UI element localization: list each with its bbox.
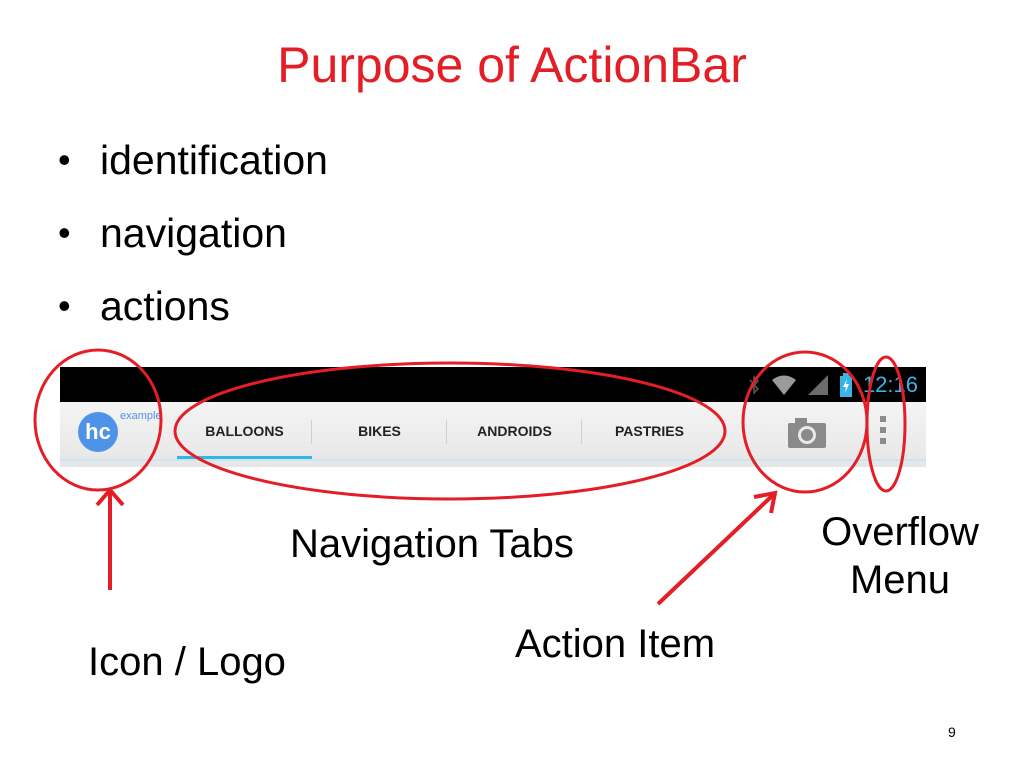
action-item-highlight-circle (741, 350, 869, 494)
overflow-menu-label-line1: Overflow (821, 510, 979, 554)
logo-highlight-circle (33, 348, 163, 492)
bullet-text: actions (100, 283, 230, 329)
tab-separator (311, 420, 312, 444)
action-bar: hc example BALLOONS BIKES ANDROIDS PASTR… (60, 402, 926, 467)
tab-label: ANDROIDS (477, 423, 552, 439)
bullet-text: identification (100, 137, 328, 183)
app-logo-icon[interactable]: hc (78, 412, 118, 452)
wifi-icon (771, 375, 796, 395)
tab-selected-indicator (177, 456, 312, 461)
overflow-menu-label-line2: Menu (849, 558, 951, 602)
tab-label: BALLOONS (205, 423, 284, 439)
action-bar-divider (60, 459, 926, 461)
navigation-tabs: BALLOONS BIKES ANDROIDS PASTRIES (177, 402, 717, 461)
tab-label: PASTRIES (615, 423, 684, 439)
battery-icon (839, 373, 852, 397)
actionbar-screenshot: 12:16 hc example BALLOONS BIKES ANDROIDS… (60, 367, 926, 467)
overflow-highlight-ellipse (865, 355, 907, 493)
app-logo-subtext: example (120, 410, 162, 422)
bullet-list: • identification • navigation • actions (58, 130, 328, 349)
overflow-menu-label: Overflow Menu (790, 508, 1010, 604)
bullet-dot: • (58, 139, 71, 180)
icon-logo-label: Icon / Logo (88, 640, 286, 684)
signal-icon (807, 375, 828, 395)
tab-pastries[interactable]: PASTRIES (582, 402, 717, 461)
tab-separator (446, 420, 447, 444)
overflow-menu-icon[interactable] (879, 416, 887, 450)
tab-bikes[interactable]: BIKES (312, 402, 447, 461)
action-item-label: Action Item (515, 622, 716, 666)
tab-label: BIKES (358, 423, 401, 439)
bullet-text: navigation (100, 210, 287, 256)
navigation-tabs-label: Navigation Tabs (290, 522, 574, 566)
tab-androids[interactable]: ANDROIDS (447, 402, 582, 461)
slide-title: Purpose of ActionBar (277, 37, 747, 93)
page-number: 9 (948, 724, 956, 740)
tab-balloons[interactable]: BALLOONS (177, 402, 312, 461)
tab-separator (581, 420, 582, 444)
bullet-item: • navigation (58, 203, 328, 276)
bullet-item: • actions (58, 276, 328, 349)
camera-icon[interactable] (787, 417, 827, 449)
bullet-dot: • (58, 285, 71, 326)
tabs-highlight-ellipse (173, 361, 727, 501)
bullet-item: • identification (58, 130, 328, 203)
logo-arrow (95, 486, 125, 590)
action-item-arrow (656, 490, 778, 606)
bullet-dot: • (58, 212, 71, 253)
